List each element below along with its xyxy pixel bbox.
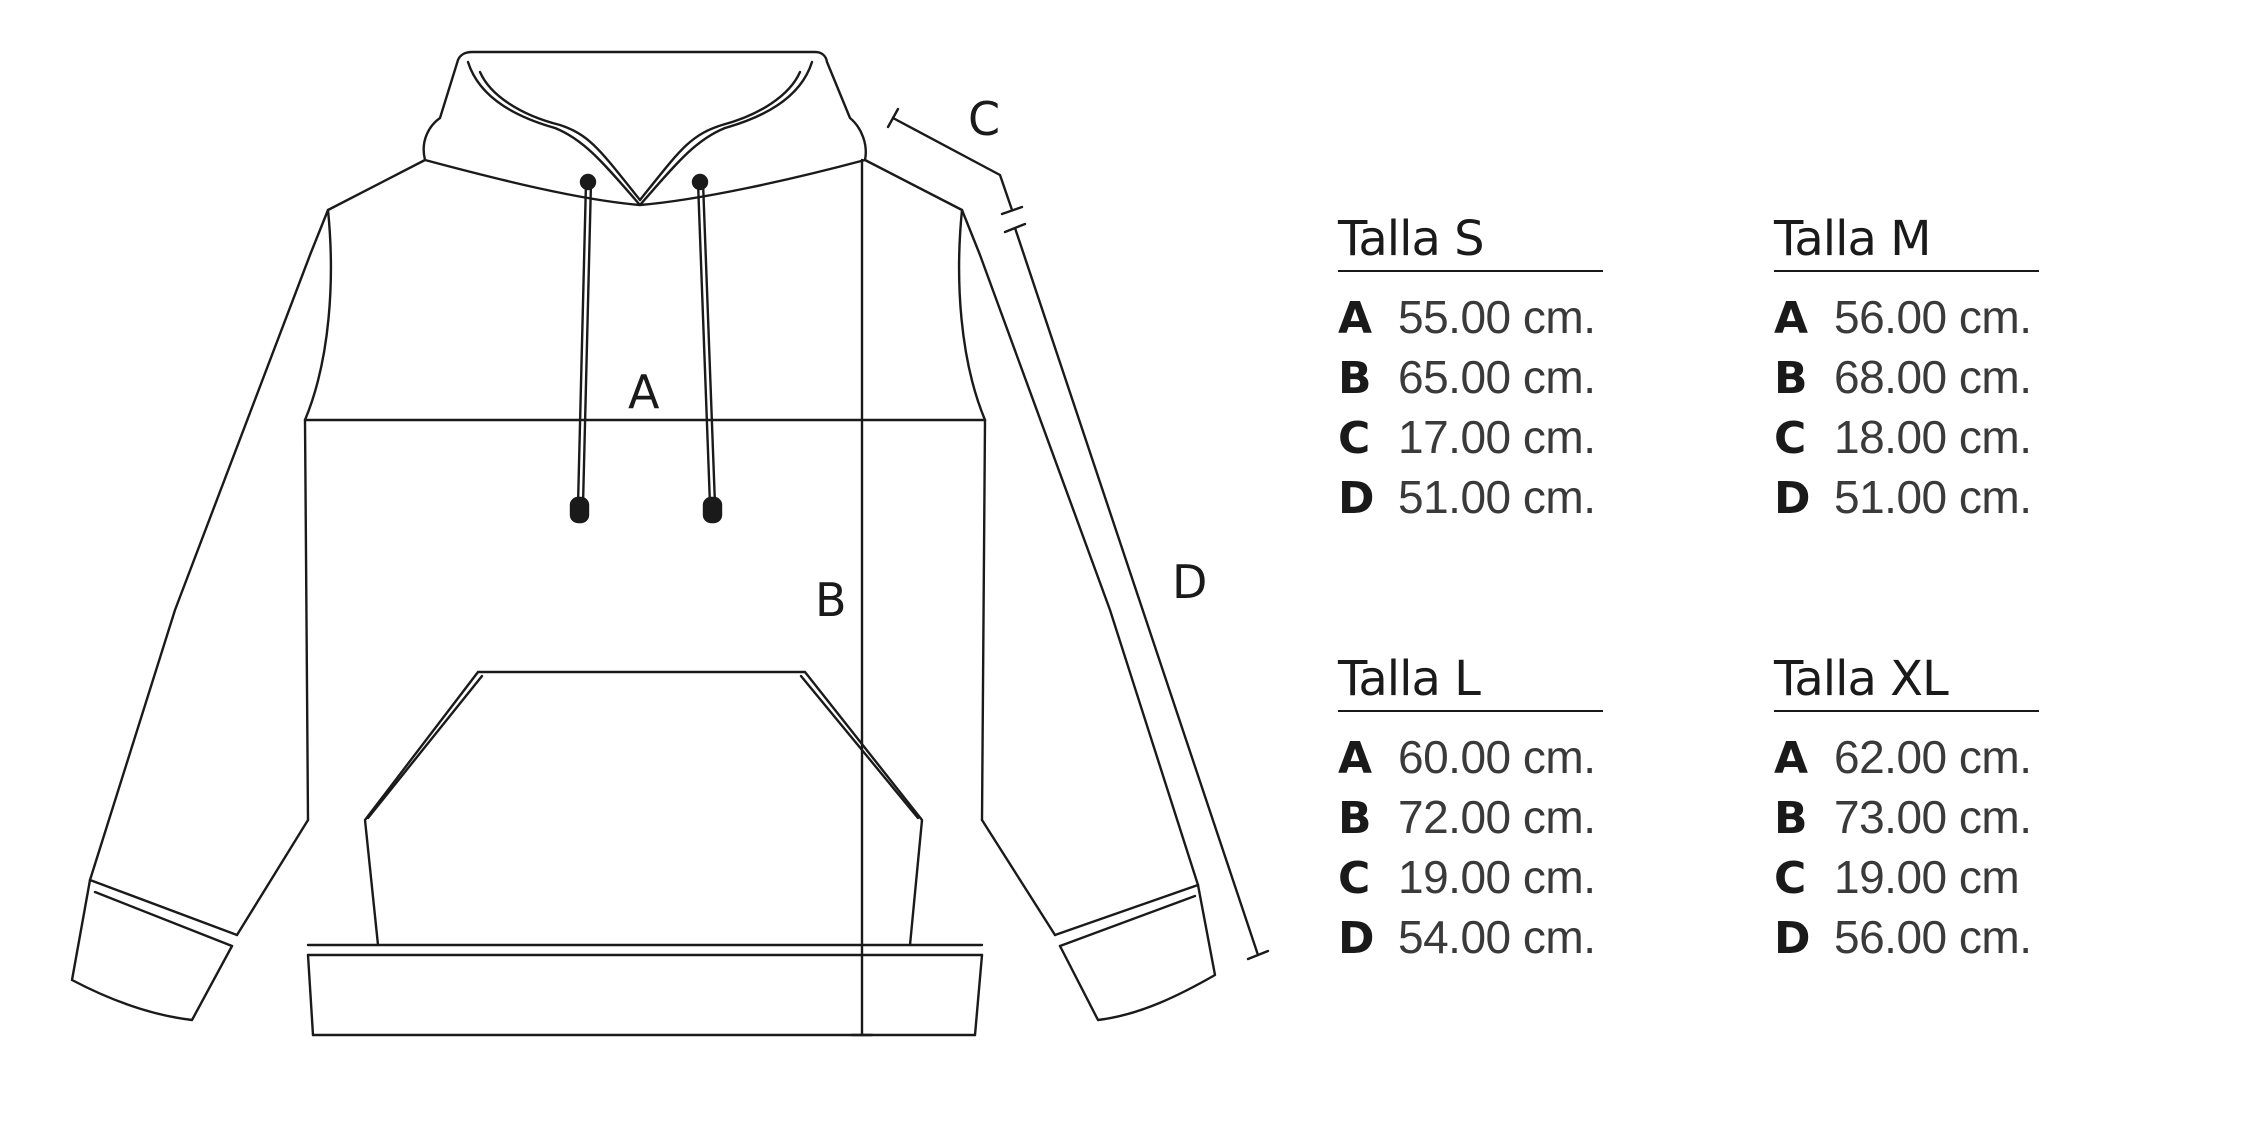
right-cuff-seam	[1053, 883, 1200, 937]
measure-row: B 65.00 cm.	[1338, 350, 1603, 410]
measure-row: B 73.00 cm.	[1774, 790, 2039, 850]
measure-key: C	[1338, 853, 1371, 904]
measure-value: 17.00 cm.	[1398, 411, 1596, 463]
neckline	[423, 158, 867, 207]
drawstring-right-2	[701, 180, 717, 507]
aglet-left	[569, 496, 590, 524]
measure-row: D 51.00 cm.	[1774, 470, 2039, 530]
measure-row: C 19.00 cm.	[1338, 850, 1603, 910]
hood-outline	[422, 50, 867, 162]
size-block-m: Talla M A 56.00 cm. B 68.00 cm. C 18.00 cm.…	[1774, 210, 2039, 530]
measure-key: C	[1774, 853, 1807, 904]
eyelet-left	[579, 173, 597, 191]
size-title: Talla XL	[1774, 650, 2039, 712]
measure-value: 73.00 cm.	[1834, 791, 2032, 843]
right-body-side	[980, 418, 987, 822]
measure-value: 56.00 cm.	[1834, 291, 2032, 343]
measure-value: 56.00 cm.	[1834, 911, 2032, 963]
drawstring-left	[576, 180, 588, 507]
measure-c-tick-top	[886, 107, 900, 129]
measure-row: D 56.00 cm.	[1774, 910, 2039, 970]
pocket-edge-left	[366, 674, 484, 820]
measure-key: A	[1338, 733, 1373, 784]
size-title: Talla M	[1774, 210, 2039, 272]
hoodie-diagram: A B C D	[70, 50, 1270, 1037]
measure-value: 19.00 cm.	[1398, 851, 1596, 903]
right-cuff-seam-2	[1058, 894, 1197, 948]
eyelet-right	[691, 173, 709, 191]
measure-key: B	[1774, 793, 1808, 844]
measure-value: 72.00 cm.	[1398, 791, 1596, 843]
drawstring-left-2	[581, 180, 593, 507]
pocket-edge-right	[799, 674, 920, 820]
hood-inner-edge-2	[638, 70, 802, 202]
label-c: C	[968, 92, 1000, 146]
measure-c-line	[891, 116, 1014, 212]
label-d: D	[1172, 555, 1207, 609]
size-block-xl: Talla XL A 62.00 cm. B 73.00 cm. C 19.00 cm…	[1774, 650, 2039, 970]
right-shoulder	[863, 158, 1200, 887]
measure-row: A 56.00 cm.	[1774, 290, 2039, 350]
measure-value: 51.00 cm.	[1834, 471, 2032, 523]
measure-key: D	[1338, 913, 1375, 964]
measure-d-tick-top	[1003, 222, 1027, 234]
measure-row: A 62.00 cm.	[1774, 730, 2039, 790]
measure-key: C	[1774, 413, 1807, 464]
label-a: A	[628, 365, 660, 419]
left-armhole	[303, 208, 333, 422]
measure-key: A	[1338, 293, 1373, 344]
measure-value: 65.00 cm.	[1398, 351, 1596, 403]
left-sleeve-inner	[235, 818, 310, 937]
measure-value: 60.00 cm.	[1398, 731, 1596, 783]
aglet-right	[702, 496, 723, 524]
measure-value: 62.00 cm.	[1834, 731, 2032, 783]
left-cuff	[70, 878, 234, 1022]
drawstring-right	[696, 180, 712, 507]
measure-row: C 17.00 cm.	[1338, 410, 1603, 470]
measure-c-tick-bottom	[1000, 205, 1024, 216]
measure-row: C 19.00 cm	[1774, 850, 2039, 910]
measure-key: A	[1774, 733, 1809, 784]
measure-key: A	[1774, 293, 1809, 344]
measure-row: C 18.00 cm.	[1774, 410, 2039, 470]
left-cuff-seam-2	[93, 890, 234, 948]
left-body-side	[303, 418, 310, 822]
measure-key: C	[1338, 413, 1371, 464]
measure-value: 54.00 cm.	[1398, 911, 1596, 963]
measure-key: B	[1338, 353, 1372, 404]
label-b: B	[815, 573, 847, 627]
left-shoulder	[88, 158, 427, 882]
measure-value: 51.00 cm.	[1398, 471, 1596, 523]
measure-d-tick-bottom	[1246, 949, 1270, 961]
measure-key: B	[1774, 353, 1808, 404]
pocket-outline	[363, 670, 924, 947]
measure-key: D	[1774, 473, 1811, 524]
measure-row: B 72.00 cm.	[1338, 790, 1603, 850]
measure-key: D	[1774, 913, 1811, 964]
waistband-left	[306, 953, 315, 1037]
measure-row: B 68.00 cm.	[1774, 350, 2039, 410]
measure-value: 18.00 cm.	[1834, 411, 2032, 463]
measure-d-line	[1013, 226, 1260, 957]
measure-row: D 54.00 cm.	[1338, 910, 1603, 970]
left-cuff-seam	[88, 878, 239, 937]
measure-value: 19.00 cm	[1834, 851, 2020, 903]
measure-row: A 60.00 cm.	[1338, 730, 1603, 790]
right-armhole	[957, 208, 987, 422]
hood-inner-edge	[478, 70, 642, 202]
waistband-right	[973, 953, 984, 1037]
measure-key: B	[1338, 793, 1372, 844]
measure-key: D	[1338, 473, 1375, 524]
measure-row: D 51.00 cm.	[1338, 470, 1603, 530]
size-title: Talla L	[1338, 650, 1603, 712]
right-cuff	[1058, 883, 1217, 1022]
size-block-l: Talla L A 60.00 cm. B 72.00 cm. C 19.00 cm.…	[1338, 650, 1603, 970]
measure-value: 55.00 cm.	[1398, 291, 1596, 343]
right-sleeve-inner	[980, 818, 1057, 937]
size-title: Talla S	[1338, 210, 1603, 272]
measure-row: A 55.00 cm.	[1338, 290, 1603, 350]
measure-value: 68.00 cm.	[1834, 351, 2032, 403]
size-block-s: Talla S A 55.00 cm. B 65.00 cm. C 17.00 cm.…	[1338, 210, 1603, 530]
